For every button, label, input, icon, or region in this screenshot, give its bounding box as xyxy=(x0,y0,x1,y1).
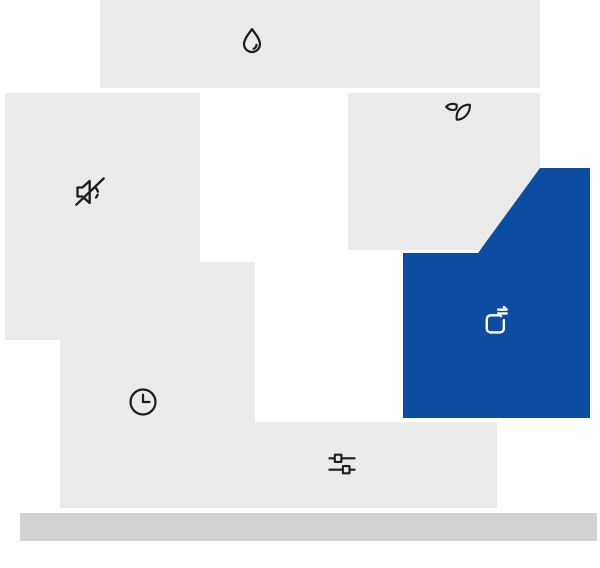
bottom-scrollbar[interactable] xyxy=(20,513,597,541)
leaves-icon xyxy=(440,95,476,131)
water-drop-icon xyxy=(234,24,270,60)
speaker-muted-icon xyxy=(70,172,110,212)
sliders-icon xyxy=(324,446,360,482)
clock-icon xyxy=(125,384,161,420)
tile-water[interactable] xyxy=(100,0,540,88)
remote-connect-icon xyxy=(476,303,514,341)
tile-time[interactable] xyxy=(60,262,255,422)
tile-basic-settings[interactable] xyxy=(60,422,497,508)
